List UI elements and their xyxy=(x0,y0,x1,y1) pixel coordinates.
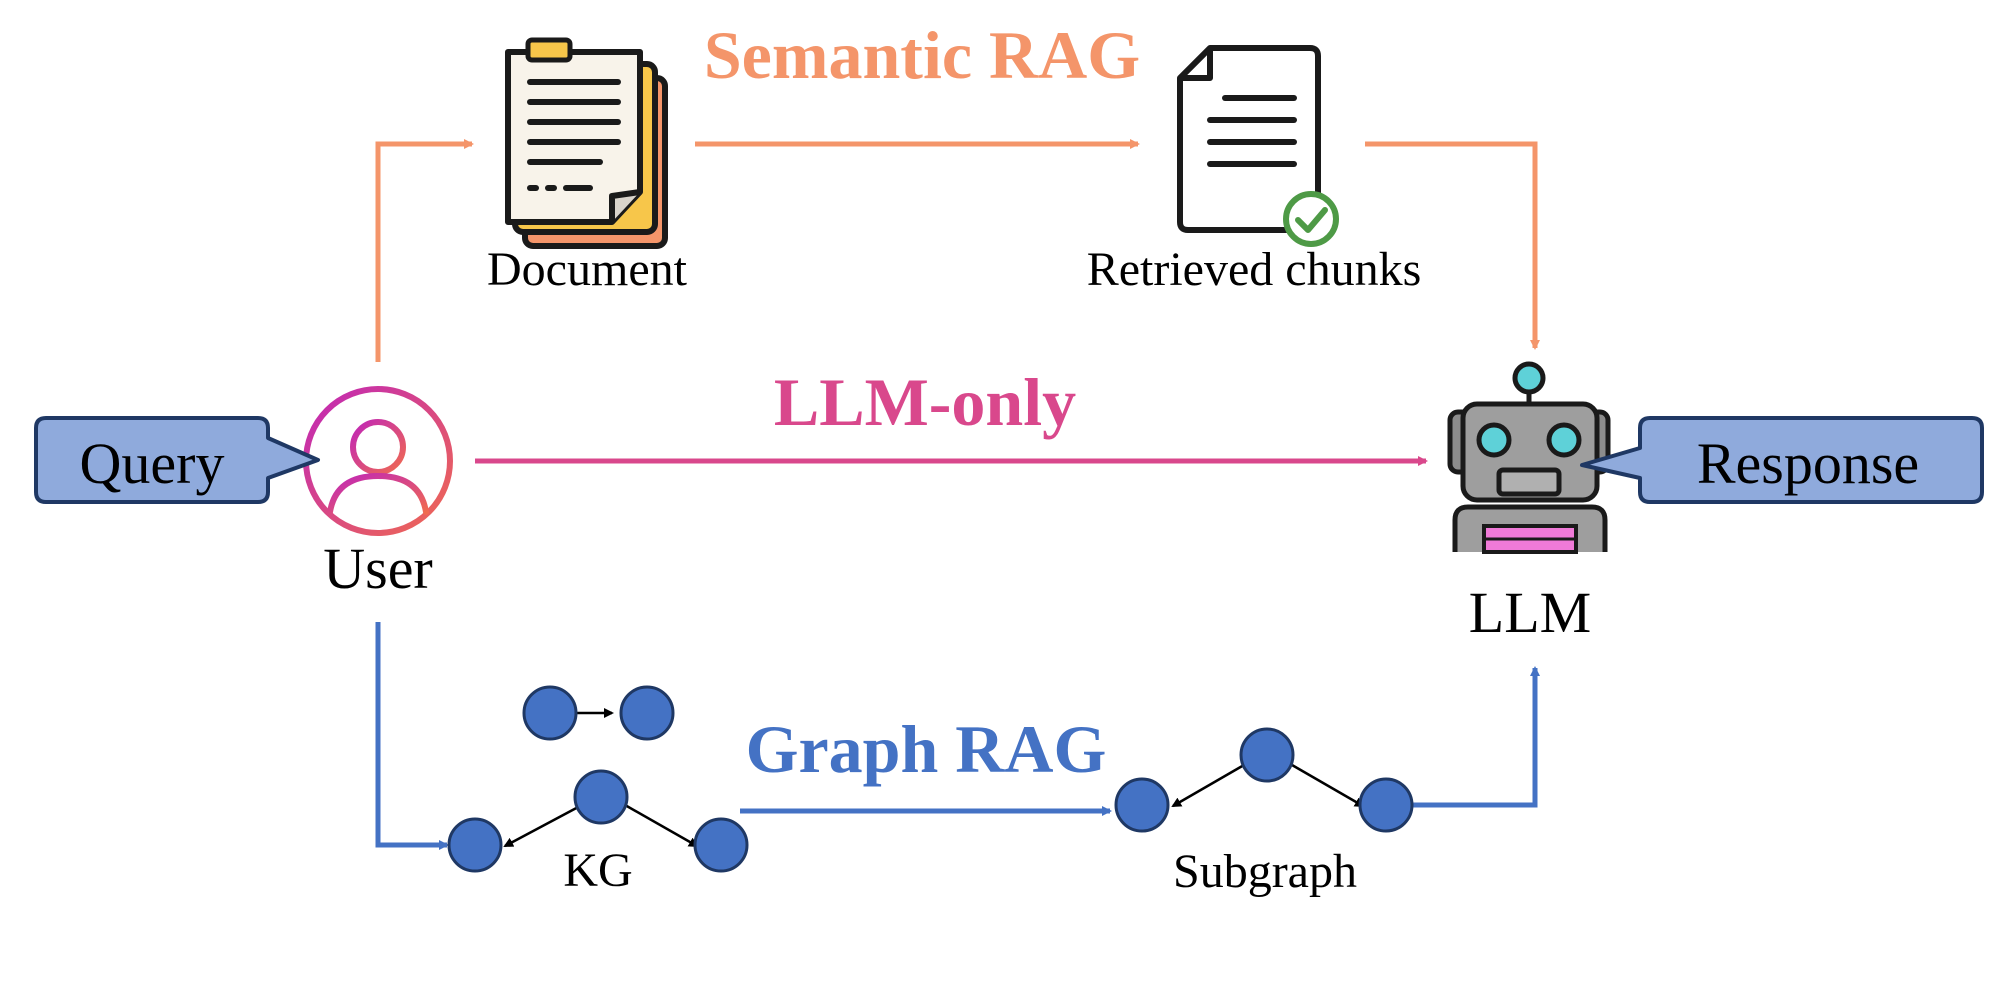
retrieved-chunks-label: Retrieved chunks xyxy=(1087,243,1422,296)
llm-label: LLM xyxy=(1469,580,1591,645)
query-label: Query xyxy=(80,431,225,496)
kg-node xyxy=(447,817,503,873)
subgraph-node xyxy=(1239,727,1295,783)
user-icon xyxy=(303,386,453,536)
response-label: Response xyxy=(1697,431,1919,496)
kg-node xyxy=(522,685,578,741)
subgraph-node xyxy=(1114,777,1170,833)
kg-node xyxy=(619,685,675,741)
subgraph-label: Subgraph xyxy=(1173,845,1357,898)
subgraph-node xyxy=(1358,777,1414,833)
graph-rag-path xyxy=(375,622,1540,850)
robot-icon xyxy=(1447,361,1611,554)
kg-node xyxy=(573,769,629,825)
subgraph xyxy=(1114,727,1414,833)
document-stack-icon xyxy=(505,37,668,249)
response-callout: Response xyxy=(1580,416,1984,504)
kg-label: KG xyxy=(563,844,632,897)
checked-document-icon xyxy=(1177,45,1339,247)
kg-graph xyxy=(447,685,749,873)
llm-only-title: LLM-only xyxy=(774,364,1076,440)
user-label: User xyxy=(323,536,433,601)
document-label: Document xyxy=(487,243,688,296)
graph-rag-title: Graph RAG xyxy=(746,711,1107,787)
query-callout: Query xyxy=(34,416,320,504)
semantic-rag-title: Semantic RAG xyxy=(704,17,1140,93)
kg-node xyxy=(693,817,749,873)
semantic-rag-path xyxy=(375,139,1540,362)
